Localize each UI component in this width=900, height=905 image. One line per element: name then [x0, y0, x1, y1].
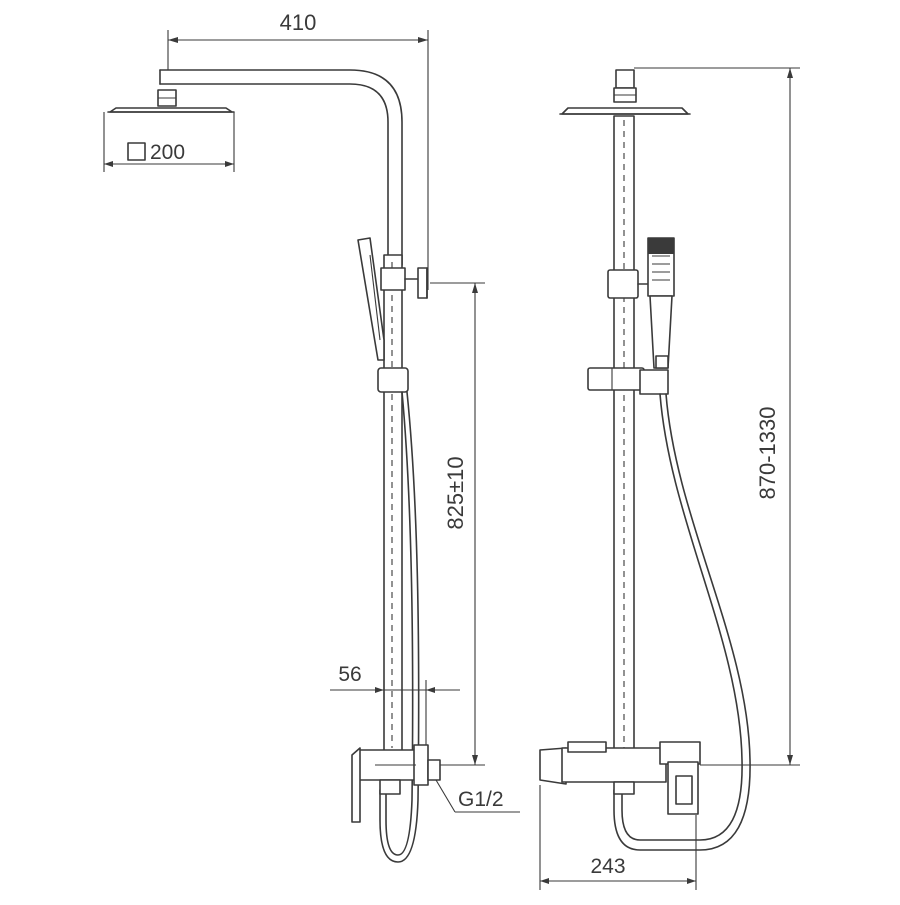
- dim-870-1330: 870-1330: [700, 68, 800, 766]
- hose-front: [613, 393, 751, 851]
- dim-243-label: 243: [590, 855, 625, 878]
- dim-g12: G1/2: [435, 779, 520, 813]
- riser-pipe-front: [607, 115, 649, 757]
- hand-shower-front: [647, 237, 675, 369]
- arm-connector-front: [613, 67, 800, 103]
- rain-head-side: 200: [103, 89, 235, 172]
- side-view: 410 200: [103, 10, 520, 863]
- mixer-side: [351, 744, 441, 823]
- riser-pipe-side: [357, 237, 428, 756]
- dim-243: 243: [539, 785, 697, 890]
- front-view: 870-1330 243: [539, 67, 800, 890]
- dim-56: 56: [330, 663, 460, 760]
- dim-410: 410: [167, 10, 429, 290]
- dim-825: 825±10: [420, 282, 485, 766]
- dim-870-1330-label: 870-1330: [755, 407, 780, 500]
- dim-410-label: 410: [280, 10, 317, 35]
- mixer-front: [539, 741, 701, 815]
- dim-200-label: 200: [150, 141, 185, 164]
- dim-g12-label: G1/2: [458, 788, 504, 811]
- dim-56-label: 56: [338, 663, 361, 686]
- shower-arm: [159, 69, 403, 266]
- dim-825-label: 825±10: [443, 456, 468, 529]
- rain-head-front: [559, 107, 691, 115]
- hose-side: [379, 391, 420, 863]
- slide-holder-front: [587, 367, 669, 395]
